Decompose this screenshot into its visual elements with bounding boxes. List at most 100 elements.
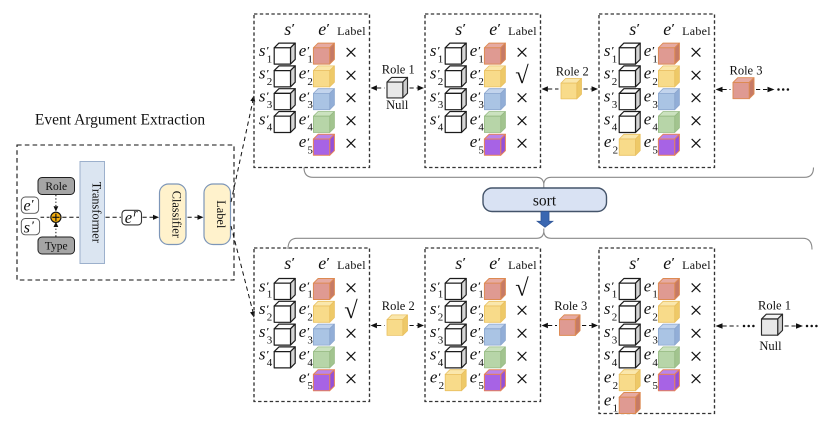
svg-text:′: ′	[637, 21, 641, 36]
svg-text:e: e	[470, 132, 478, 151]
svg-text:e: e	[644, 345, 652, 364]
svg-text:s: s	[259, 322, 266, 341]
svg-text:Role 1: Role 1	[758, 299, 791, 313]
svg-text:e: e	[470, 345, 478, 364]
svg-text:e: e	[470, 87, 478, 106]
svg-text:′: ′	[478, 91, 481, 103]
svg-text:′: ′	[266, 45, 269, 57]
svg-text:1: 1	[307, 53, 313, 65]
svg-text:s: s	[430, 299, 437, 318]
svg-text:3: 3	[612, 99, 618, 111]
svg-text:′: ′	[437, 281, 440, 293]
svg-text:′: ′	[478, 281, 481, 293]
svg-text:3: 3	[478, 334, 484, 346]
svg-text:′: ′	[266, 114, 269, 126]
svg-text:×: ×	[689, 275, 702, 301]
svg-text:Label: Label	[214, 200, 228, 229]
svg-text:e: e	[299, 87, 307, 106]
svg-text:1: 1	[613, 403, 619, 415]
svg-text:s: s	[604, 345, 611, 364]
svg-text:s: s	[430, 41, 437, 60]
svg-text:2: 2	[438, 312, 444, 324]
svg-text:4: 4	[652, 357, 658, 369]
svg-text:1: 1	[307, 289, 313, 301]
svg-text:′: ′	[437, 326, 440, 338]
svg-text:1: 1	[267, 53, 273, 65]
svg-text:4: 4	[307, 357, 313, 369]
svg-text:′: ′	[307, 45, 310, 57]
svg-text:2: 2	[612, 312, 618, 324]
svg-text:s: s	[604, 276, 611, 295]
svg-text:e: e	[299, 345, 307, 364]
svg-text:′: ′	[652, 114, 655, 126]
svg-text:′: ′	[266, 326, 269, 338]
svg-text:′: ′	[292, 21, 296, 36]
svg-text:1: 1	[478, 53, 484, 65]
svg-text:′: ′	[652, 303, 655, 315]
svg-text:e: e	[470, 109, 478, 128]
svg-text:5: 5	[307, 380, 313, 392]
svg-text:2: 2	[307, 312, 313, 324]
svg-text:s: s	[455, 19, 462, 39]
svg-text:×: ×	[689, 298, 702, 324]
svg-text:s: s	[604, 109, 611, 128]
svg-text:′: ′	[326, 255, 330, 270]
svg-text:s: s	[430, 276, 437, 295]
svg-text:r: r	[133, 208, 138, 220]
svg-text:′: ′	[611, 281, 614, 293]
svg-text:e: e	[299, 109, 307, 128]
svg-text:×: ×	[689, 321, 702, 347]
svg-text:5: 5	[307, 145, 313, 157]
svg-text:×: ×	[515, 344, 528, 370]
svg-text:4: 4	[478, 357, 484, 369]
svg-text:s: s	[604, 322, 611, 341]
svg-text:s: s	[259, 299, 266, 318]
svg-text:5: 5	[652, 145, 658, 157]
svg-text:s: s	[430, 87, 437, 106]
svg-text:×: ×	[515, 86, 528, 112]
svg-text:′: ′	[611, 114, 614, 126]
svg-text:e: e	[644, 87, 652, 106]
svg-text:′: ′	[478, 114, 481, 126]
svg-text:′: ′	[652, 136, 655, 148]
svg-text:′: ′	[497, 255, 501, 270]
svg-text:Role 2: Role 2	[556, 65, 589, 79]
svg-text:′: ′	[612, 372, 615, 384]
svg-text:′: ′	[307, 349, 310, 361]
svg-text:′: ′	[438, 372, 441, 384]
svg-text:Transformer: Transformer	[89, 182, 103, 243]
svg-text:′: ′	[612, 395, 615, 407]
svg-text:2: 2	[652, 76, 658, 88]
svg-text:e: e	[318, 19, 326, 39]
svg-text:′: ′	[652, 326, 655, 338]
svg-text:s: s	[604, 41, 611, 60]
svg-text:′: ′	[437, 349, 440, 361]
svg-text:×: ×	[689, 131, 702, 157]
svg-text:s: s	[259, 276, 266, 295]
svg-text:s: s	[284, 253, 291, 273]
svg-text:2: 2	[652, 312, 658, 324]
svg-text:×: ×	[344, 86, 357, 112]
svg-text:Role: Role	[45, 181, 67, 193]
svg-text:′: ′	[307, 136, 310, 148]
svg-text:×: ×	[344, 367, 357, 393]
svg-text:s: s	[430, 109, 437, 128]
svg-text:×: ×	[344, 108, 357, 134]
svg-text:e: e	[470, 276, 478, 295]
svg-text:′: ′	[32, 220, 35, 232]
svg-text:5: 5	[478, 145, 484, 157]
svg-text:′: ′	[437, 303, 440, 315]
svg-text:1: 1	[267, 289, 273, 301]
svg-text:′: ′	[307, 68, 310, 80]
svg-text:e: e	[470, 64, 478, 83]
svg-text:′: ′	[478, 372, 481, 384]
svg-text:×: ×	[515, 108, 528, 134]
svg-text:4: 4	[438, 357, 444, 369]
svg-text:′: ′	[478, 349, 481, 361]
svg-text:′: ′	[307, 281, 310, 293]
svg-text:′: ′	[497, 21, 501, 36]
svg-text:×: ×	[515, 321, 528, 347]
svg-text:2: 2	[613, 145, 619, 157]
svg-text:′: ′	[31, 199, 34, 211]
svg-text:√: √	[515, 274, 529, 301]
